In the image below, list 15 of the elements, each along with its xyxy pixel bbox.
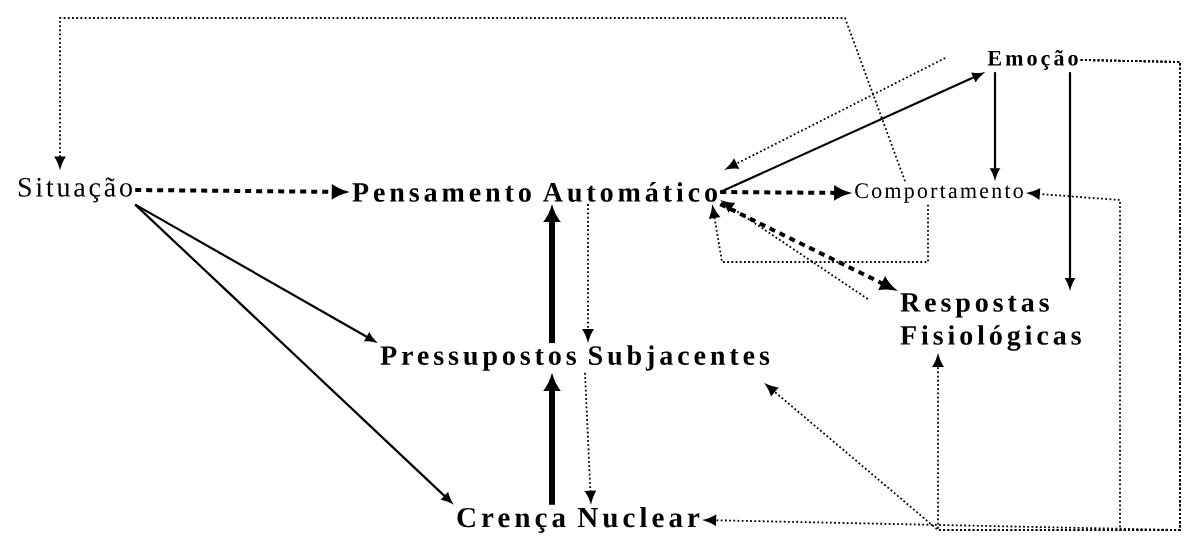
arrow	[134, 203, 453, 504]
concept-text: Pressupostos Subjacentes	[380, 345, 770, 371]
concept-text: Emoção	[987, 50, 1078, 70]
arrow	[54, 17, 906, 183]
arrow	[582, 203, 594, 341]
arrow	[544, 376, 560, 505]
label-text: Comportamento	[855, 183, 1023, 203]
concept-text: Respostas Fisiológicas	[900, 293, 1081, 351]
concept-text: Pensamento Automático	[352, 182, 717, 202]
concept-text: Crença Nuclear	[457, 506, 700, 534]
arrow	[726, 57, 947, 170]
arrow	[584, 372, 596, 503]
label-text: Situação	[18, 177, 132, 203]
arrow	[990, 72, 1000, 179]
arrow	[1065, 72, 1075, 289]
